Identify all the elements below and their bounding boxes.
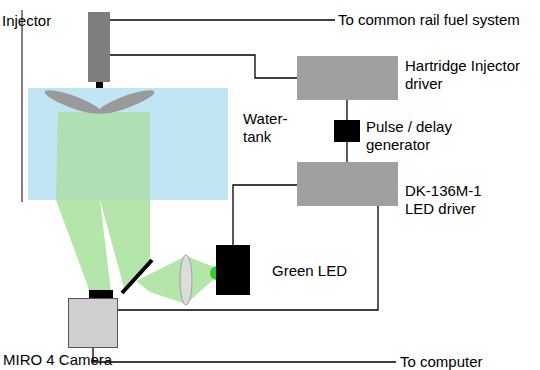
wire-label: To common rail fuel system	[338, 11, 520, 29]
spray-illustration	[28, 88, 228, 200]
node-label: Injector	[2, 12, 82, 30]
driver-box: Hartridge Injector driver	[297, 56, 398, 100]
node-label: Pulse / delay generator	[366, 118, 466, 154]
computer-cable	[93, 348, 396, 362]
node-label: DK-136M-1 LED driver	[405, 182, 500, 218]
water-tank: Water-tank	[28, 88, 228, 200]
generator-box: Pulse / delay generator	[334, 120, 360, 142]
node-label: Green LED	[272, 262, 362, 280]
light-beam	[56, 200, 111, 292]
signal-wire	[346, 100, 347, 120]
lens	[180, 255, 192, 305]
signal-wire	[118, 206, 378, 310]
wire-label: To computer	[400, 353, 483, 370]
injector-body: Injector	[88, 12, 110, 82]
node-label: Hartridge Injector driver	[405, 57, 530, 93]
light-beam	[136, 256, 186, 304]
node-label: Water-tank	[243, 110, 301, 146]
light-beam	[100, 200, 150, 291]
tank-wall	[22, 10, 23, 202]
signal-wire	[346, 142, 347, 162]
camera-box: MIRO 4 Camera	[68, 298, 118, 348]
signal-wire	[233, 185, 297, 245]
led-box: Green LED	[216, 245, 250, 295]
mirror	[122, 260, 152, 293]
signal-wire	[110, 55, 297, 78]
driver-box: DK-136M-1 LED driver	[297, 162, 398, 206]
fuel-line	[110, 19, 335, 20]
node-label: MIRO 4 Camera	[3, 351, 128, 369]
